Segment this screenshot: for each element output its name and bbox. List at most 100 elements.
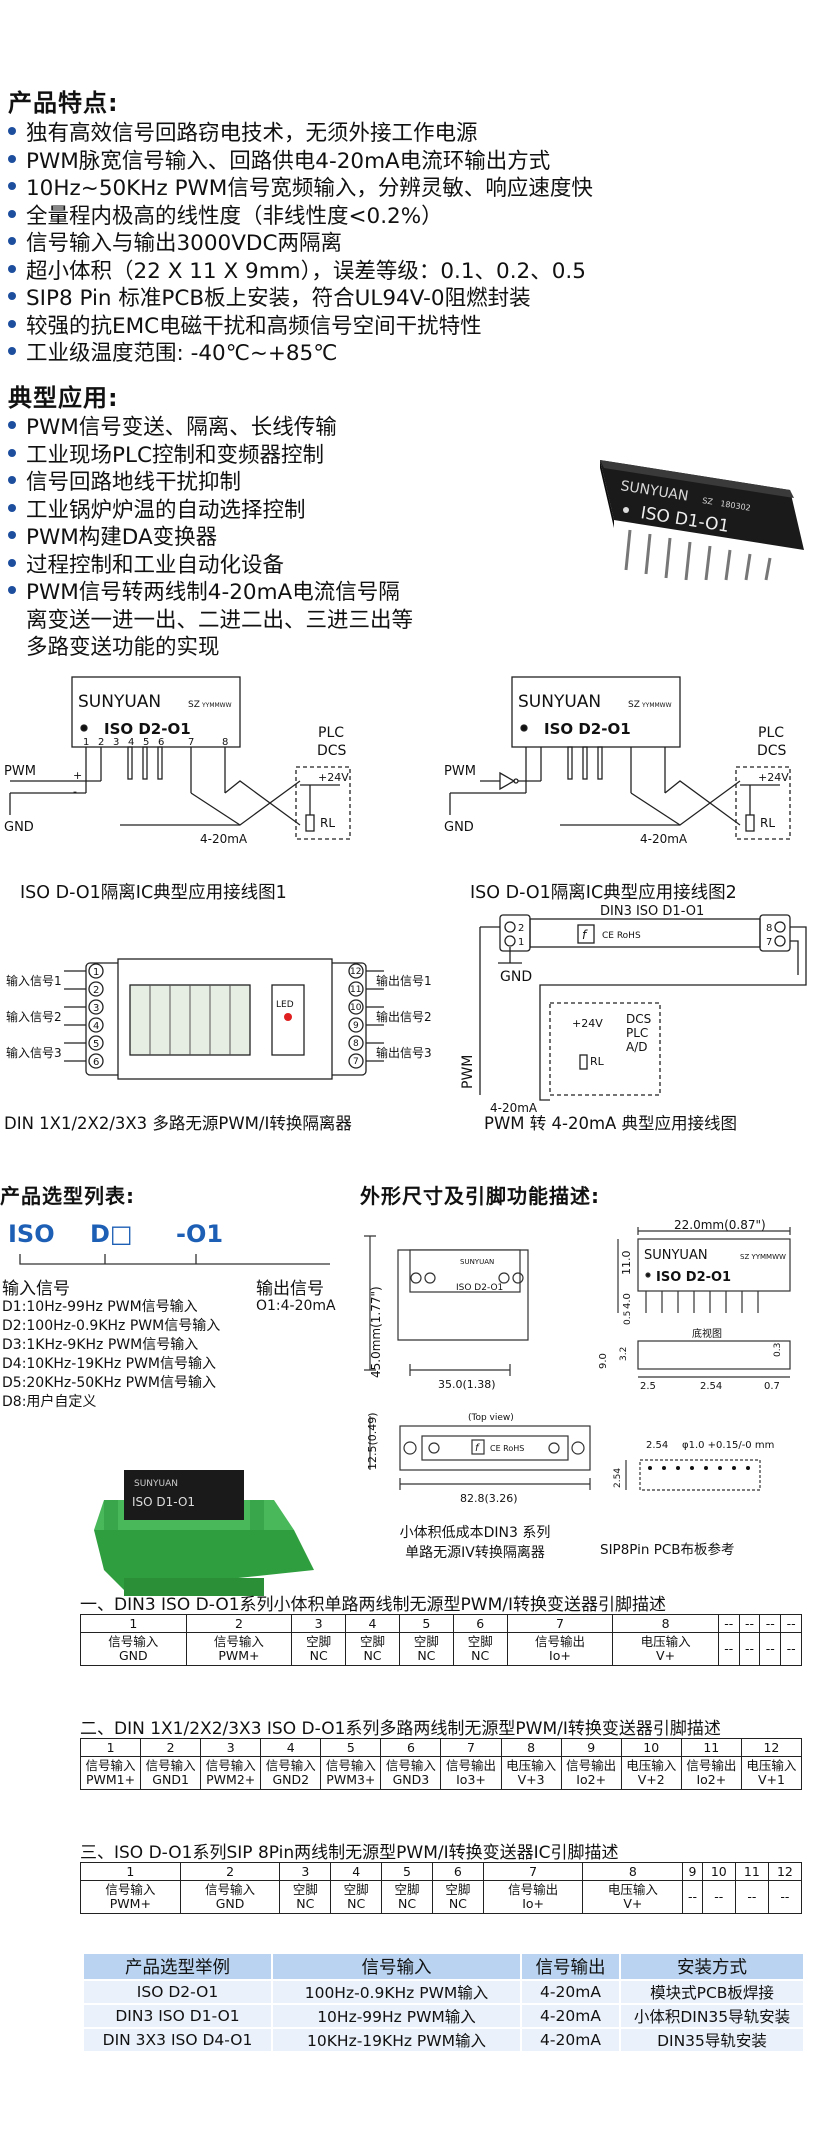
list-item: 工业现场PLC控制和变频器控制 — [8, 442, 413, 470]
dimensions-heading: 外形尺寸及引脚功能描述: — [360, 1184, 600, 1208]
svg-text:GND: GND — [500, 969, 532, 985]
table-header-row: 产品选型举例 信号输入 信号输出 安装方式 — [84, 1954, 803, 1979]
input-signal-label: 输入信号 — [2, 1279, 70, 1299]
option-item: D1:10Hz-99Hz PWM信号输入 — [2, 1299, 198, 1315]
applications-heading: 典型应用: — [8, 384, 119, 412]
svg-text:4-20mA: 4-20mA — [490, 1101, 538, 1115]
svg-text:SZ YYMMWW: SZ YYMMWW — [740, 1253, 786, 1261]
list-item: 工业级温度范围: -40℃~+85℃ — [8, 340, 593, 368]
svg-text:输入信号1: 输入信号1 — [6, 973, 62, 988]
buffer-symbol — [480, 771, 541, 791]
svg-text:输出信号2: 输出信号2 — [376, 1009, 432, 1024]
pcb-layout-drawing: 2.54 φ1.0 +0.15/-0 mm 2.54 — [613, 1440, 774, 1491]
svg-text:ISO D2-O1: ISO D2-O1 — [104, 720, 191, 738]
chip-body — [600, 460, 804, 550]
list-item: 独有高效信号回路窃电技术，无须外接工作电源 — [8, 120, 593, 148]
list-item: 信号输入与输出3000VDC两隔离 — [8, 230, 593, 258]
diagram-2-caption: ISO D-O1隔离IC典型应用接线图2 — [470, 883, 737, 903]
svg-text:f: f — [475, 1443, 480, 1454]
svg-text:SUNYUAN: SUNYUAN — [460, 1258, 494, 1266]
svg-text:2.54: 2.54 — [700, 1381, 722, 1392]
features-heading: 产品特点: — [8, 89, 119, 117]
list-item: PWM脉宽信号输入、回路供电4-20mA电流环输出方式 — [8, 148, 593, 176]
svg-text:ISO D2-O1: ISO D2-O1 — [456, 1283, 503, 1293]
svg-text:4-20mA: 4-20mA — [640, 832, 688, 846]
svg-text:4-20mA: 4-20mA — [200, 832, 248, 846]
svg-text:0.7: 0.7 — [764, 1381, 780, 1392]
svg-text:底视图: 底视图 — [692, 1327, 722, 1340]
svg-text:SUNYUAN: SUNYUAN — [644, 1248, 708, 1263]
table2-title: 二、DIN 1X1/2X2/3X3 ISO D-O1系列多路两线制无源型PWM/… — [80, 1719, 721, 1739]
svg-text:PLC: PLC — [626, 1026, 648, 1040]
svg-text:SZ: SZ — [188, 700, 200, 710]
selection-bracket — [19, 1254, 330, 1265]
svg-text:DCS: DCS — [317, 743, 347, 759]
svg-text:2: 2 — [93, 985, 99, 996]
list-item: 10Hz~50KHz PWM信号宽频输入，分辨灵敏、响应速度快 — [8, 175, 593, 203]
svg-text:输出信号3: 输出信号3 — [376, 1045, 432, 1060]
list-item: PWM信号变送、隔离、长线传输 — [8, 414, 413, 442]
svg-text:RL: RL — [320, 816, 335, 830]
list-item: SIP8 Pin 标准PCB板上安装，符合UL94V-0阻燃封装 — [8, 285, 593, 313]
option-item: D4:10KHz-19KHz PWM信号输入 — [2, 1356, 217, 1372]
svg-text:4.0: 4.0 — [622, 1293, 633, 1309]
svg-text:82.8(3.26): 82.8(3.26) — [460, 1492, 518, 1505]
selection-heading: 产品选型列表: — [0, 1184, 135, 1208]
diagram-4-caption: PWM 转 4-20mA 典型应用接线图 — [484, 1114, 738, 1133]
svg-text:7: 7 — [766, 937, 772, 948]
svg-text:SZ: SZ — [702, 496, 714, 507]
svg-text:GND: GND — [4, 820, 34, 835]
svg-text:PLC: PLC — [318, 725, 344, 741]
din3-dimension-drawing: SUNYUAN ISO D2-O1 45.0mm(1.77") 35.0(1.3… — [364, 1235, 529, 1391]
list-item: PWM构建DA变换器 — [8, 524, 413, 552]
list-item: 全量程内极高的线性度（非线性度<0.2%） — [8, 203, 593, 231]
svg-text:ISO D1-O1: ISO D1-O1 — [132, 1495, 195, 1509]
selection-d: D□ — [90, 1220, 133, 1248]
list-item-continuation: 多路变送功能的实现 — [26, 635, 220, 660]
svg-text:1: 1 — [93, 967, 99, 978]
svg-text:9.0: 9.0 — [598, 1353, 609, 1369]
features-list: 独有高效信号回路窃电技术，无须外接工作电源 PWM脉宽信号输入、回路供电4-20… — [8, 120, 593, 368]
module-chip — [124, 1470, 244, 1520]
svg-text:0.5: 0.5 — [623, 1311, 633, 1325]
svg-text:f: f — [582, 928, 588, 942]
svg-text:3: 3 — [93, 1003, 99, 1014]
din3-caption: 小体积低成本DIN3 系列 单路无源IV转换隔离器 — [399, 1525, 551, 1561]
left-terminals — [88, 963, 104, 1069]
svg-text:CE RoHS: CE RoHS — [490, 1444, 524, 1453]
svg-text:45.0mm(1.77"): 45.0mm(1.77") — [369, 1286, 383, 1378]
svg-text:+: + — [73, 769, 82, 782]
svg-text:PWM: PWM — [444, 764, 476, 779]
svg-text:YYMMWW: YYMMWW — [201, 702, 232, 709]
svg-text:LED: LED — [276, 1000, 294, 1010]
diagram-3-caption: DIN 1X1/2X2/3X3 多路无源PWM/I转换隔离器 — [4, 1114, 352, 1133]
svg-text:1: 1 — [83, 737, 89, 748]
svg-text:GND: GND — [444, 820, 474, 835]
svg-text:11.0: 11.0 — [620, 1251, 633, 1276]
svg-text:PWM: PWM — [460, 1055, 476, 1089]
svg-text:PLC: PLC — [758, 725, 784, 741]
svg-text:2.5: 2.5 — [640, 1381, 656, 1392]
option-item: D3:1KHz-9KHz PWM信号输入 — [2, 1337, 199, 1353]
svg-text:输入信号2: 输入信号2 — [6, 1009, 62, 1024]
din3-top-view-drawing: (Top view) f CE RoHS 12.5(0.49) 82.8(3.2… — [366, 1412, 591, 1505]
list-item-continuation: 离变送一进一出、二进二出、三进三出等 — [26, 607, 414, 633]
svg-text:YYMMWW: YYMMWW — [641, 702, 672, 709]
svg-text:φ1.0 +0.15/-0 mm: φ1.0 +0.15/-0 mm — [682, 1440, 774, 1451]
right-terminals — [348, 963, 364, 1069]
list-item: 工业锅炉炉温的自动选择控制 — [8, 497, 413, 525]
svg-text:A/D: A/D — [626, 1040, 648, 1054]
diagram-1-caption: ISO D-O1隔离IC典型应用接线图1 — [20, 883, 287, 903]
svg-text:+24V: +24V — [318, 771, 349, 784]
svg-text:7: 7 — [353, 1057, 359, 1067]
svg-text:10: 10 — [350, 1003, 362, 1013]
svg-text:SUNYUAN: SUNYUAN — [518, 692, 601, 712]
din3-wiring-diagram: DIN3 ISO D1-O1 2 1 8 7 f CE RoHS GND PWM… — [460, 904, 807, 1115]
